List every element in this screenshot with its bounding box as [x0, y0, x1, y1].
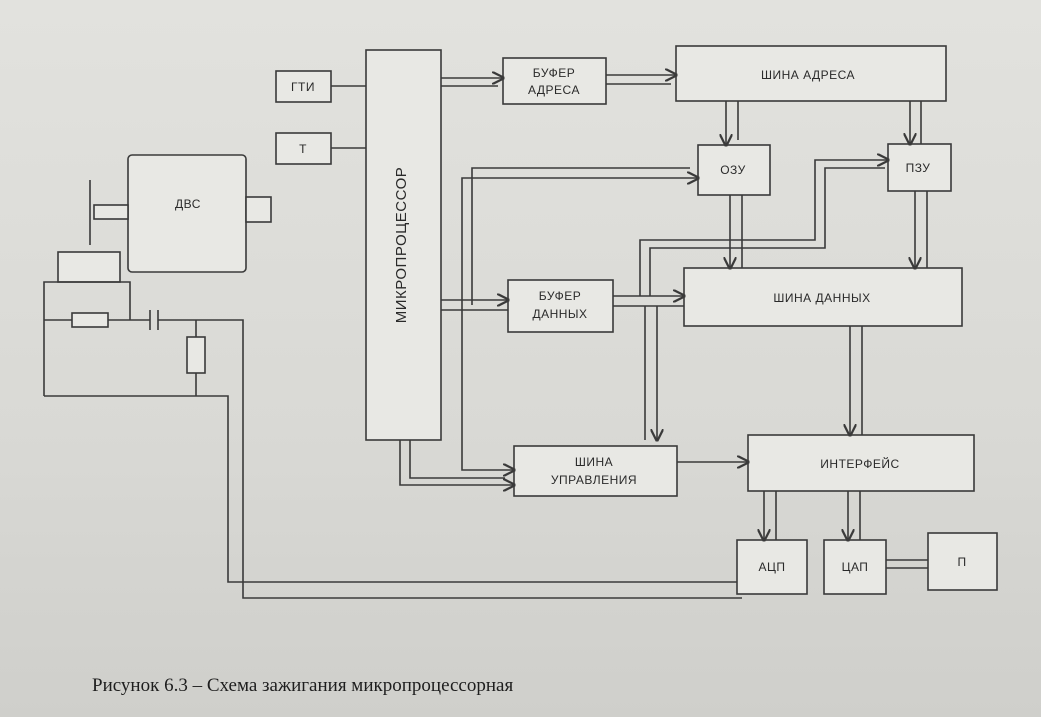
- t-block: Т: [275, 132, 366, 165]
- control-bus-block: ШИНА УПРАВЛЕНИЯ: [513, 445, 678, 497]
- sensor-circuit: [43, 251, 742, 599]
- ram-block: ОЗУ: [697, 144, 771, 196]
- svg-text:ДАННЫХ: ДАННЫХ: [532, 307, 587, 321]
- svg-text:ОЗУ: ОЗУ: [720, 163, 746, 177]
- svg-text:ЦАП: ЦАП: [842, 560, 869, 574]
- svg-text:Т: Т: [299, 142, 307, 156]
- address-bus-block: ШИНА АДРЕСА: [675, 45, 947, 102]
- dac-block: ЦАП: [823, 539, 887, 595]
- svg-text:БУФЕР: БУФЕР: [539, 289, 581, 303]
- adc-block: АЦП: [736, 539, 808, 595]
- svg-text:ПЗУ: ПЗУ: [906, 161, 931, 175]
- engine-block: ДВС: [89, 154, 272, 273]
- microprocessor-block: МИКРОПРОЦЕССОР: [365, 49, 442, 441]
- resistor-r1: [71, 312, 109, 328]
- data-buffer-block: БУФЕР ДАННЫХ: [507, 279, 614, 333]
- svg-text:ШИНА АДРЕСА: ШИНА АДРЕСА: [761, 68, 855, 82]
- svg-text:МИКРОПРОЦЕССОР: МИКРОПРОЦЕССОР: [393, 167, 410, 324]
- svg-text:ГТИ: ГТИ: [291, 80, 315, 94]
- svg-text:ИНТЕРФЕЙС: ИНТЕРФЕЙС: [820, 456, 899, 471]
- figure-caption: Рисунок 6.3 – Схема зажигания микропроце…: [92, 675, 514, 696]
- gti-block: ГТИ: [275, 70, 366, 103]
- dac-p-link: [886, 559, 928, 569]
- p-block: П: [927, 532, 998, 591]
- interface-block: ИНТЕРФЕЙС: [747, 434, 975, 492]
- bus-connections: [399, 75, 928, 540]
- svg-text:УПРАВЛЕНИЯ: УПРАВЛЕНИЯ: [551, 473, 637, 487]
- svg-text:П: П: [957, 555, 966, 569]
- svg-text:ШИНА ДАННЫХ: ШИНА ДАННЫХ: [773, 291, 870, 305]
- svg-text:ШИНА: ШИНА: [575, 455, 613, 469]
- svg-text:БУФЕР: БУФЕР: [533, 66, 575, 80]
- svg-text:АЦП: АЦП: [758, 560, 785, 574]
- rom-block: ПЗУ: [887, 143, 952, 192]
- svg-text:ДВС: ДВС: [175, 197, 201, 211]
- data-bus-block: ШИНА ДАННЫХ: [683, 267, 963, 327]
- address-buffer-block: БУФЕР АДРЕСА: [502, 57, 607, 105]
- svg-text:АДРЕСА: АДРЕСА: [528, 83, 580, 97]
- resistor-r2: [186, 336, 206, 374]
